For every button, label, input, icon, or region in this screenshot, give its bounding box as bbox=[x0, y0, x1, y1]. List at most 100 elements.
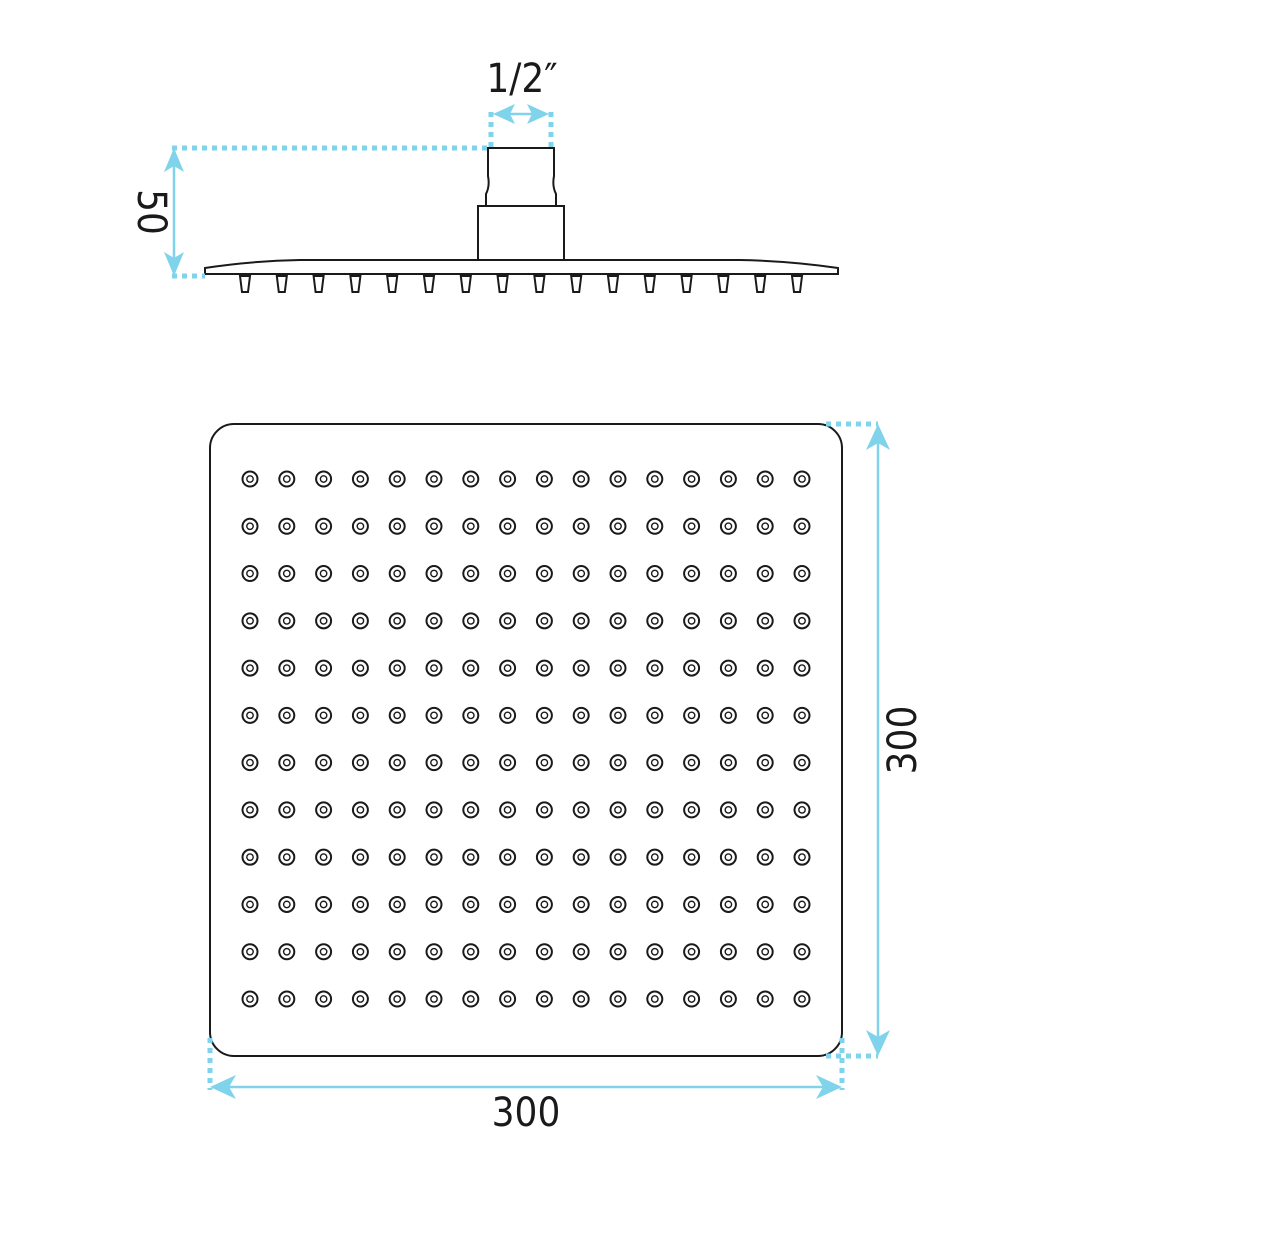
side-nozzle-icon bbox=[422, 275, 436, 293]
nozzle-icon bbox=[425, 706, 443, 724]
nozzle-icon bbox=[388, 990, 406, 1008]
nozzle-icon bbox=[572, 470, 590, 488]
nozzle-icon bbox=[756, 612, 774, 630]
nozzle-icon bbox=[241, 754, 259, 772]
nozzle-icon bbox=[499, 470, 517, 488]
nozzle-icon bbox=[646, 565, 664, 583]
nozzle-icon bbox=[756, 470, 774, 488]
nozzle-icon bbox=[425, 517, 443, 535]
side-nozzle-icon bbox=[386, 275, 399, 293]
nozzle-icon bbox=[278, 990, 296, 1008]
nozzle-icon bbox=[388, 754, 406, 772]
nozzle-icon bbox=[719, 943, 737, 961]
nozzle-icon bbox=[499, 801, 517, 819]
nozzle-icon bbox=[756, 517, 774, 535]
nozzle-icon bbox=[351, 943, 369, 961]
nozzle-icon bbox=[315, 612, 333, 630]
nozzle-icon bbox=[278, 801, 296, 819]
nozzle-icon bbox=[241, 659, 259, 677]
nozzle-icon bbox=[572, 943, 590, 961]
nozzle-icon bbox=[683, 754, 701, 772]
nozzle-icon bbox=[756, 754, 774, 772]
nozzle-icon bbox=[646, 990, 664, 1008]
side-nozzle-icon bbox=[606, 275, 620, 293]
nozzle-icon bbox=[351, 754, 369, 772]
thread-size-label: 1/2″ bbox=[486, 56, 557, 102]
nozzle-icon bbox=[462, 990, 480, 1008]
nozzle-icon bbox=[241, 470, 259, 488]
nozzle-icon bbox=[646, 943, 664, 961]
nozzle-icon bbox=[315, 801, 333, 819]
nozzle-icon bbox=[462, 943, 480, 961]
nozzle-icon bbox=[609, 801, 627, 819]
nozzle-icon bbox=[499, 659, 517, 677]
side-nozzle-icon bbox=[717, 275, 730, 293]
nozzle-icon bbox=[609, 517, 627, 535]
nozzle-icon bbox=[535, 754, 553, 772]
nozzle-icon bbox=[462, 706, 480, 724]
nozzle-icon bbox=[572, 895, 590, 913]
nozzle-icon bbox=[756, 990, 774, 1008]
nozzle-icon bbox=[793, 470, 811, 488]
nozzle-icon bbox=[609, 754, 627, 772]
nozzle-icon bbox=[241, 706, 259, 724]
side-nozzle-icon bbox=[459, 275, 472, 293]
nozzle-icon bbox=[572, 754, 590, 772]
nozzle-icon bbox=[683, 895, 701, 913]
nozzle-icon bbox=[388, 517, 406, 535]
nozzle-icon bbox=[278, 565, 296, 583]
nozzle-icon bbox=[719, 470, 737, 488]
nozzle-icon bbox=[462, 659, 480, 677]
nozzle-icon bbox=[315, 943, 333, 961]
nozzle-icon bbox=[278, 659, 296, 677]
nozzle-icon bbox=[793, 895, 811, 913]
depth-arrow-top-icon bbox=[866, 424, 890, 450]
nozzle-icon bbox=[388, 848, 406, 866]
nozzle-icon bbox=[535, 801, 553, 819]
nozzle-icon bbox=[425, 990, 443, 1008]
nozzle-icon bbox=[241, 990, 259, 1008]
nozzle-icon bbox=[315, 754, 333, 772]
head-plate bbox=[204, 259, 839, 275]
nozzle-icon bbox=[609, 848, 627, 866]
nozzle-icon bbox=[609, 990, 627, 1008]
nozzle-icon bbox=[535, 895, 553, 913]
nozzle-icon bbox=[719, 517, 737, 535]
nozzle-icon bbox=[388, 943, 406, 961]
nozzle-icon bbox=[351, 470, 369, 488]
nozzle-icon bbox=[793, 565, 811, 583]
nozzle-icon bbox=[388, 659, 406, 677]
top-view bbox=[209, 423, 843, 1057]
nozzle-icon bbox=[499, 895, 517, 913]
nozzle-icon bbox=[462, 754, 480, 772]
side-nozzle-icon bbox=[349, 275, 362, 293]
nozzle-icon bbox=[719, 754, 737, 772]
nozzle-icon bbox=[388, 470, 406, 488]
nozzle-icon bbox=[793, 517, 811, 535]
nozzle-grid bbox=[241, 470, 811, 1008]
nozzle-icon bbox=[315, 895, 333, 913]
nozzle-icon bbox=[646, 612, 664, 630]
connector-thread bbox=[485, 147, 557, 207]
nozzle-icon bbox=[351, 517, 369, 535]
nozzle-icon bbox=[609, 612, 627, 630]
nozzle-icon bbox=[278, 754, 296, 772]
nozzle-icon bbox=[683, 801, 701, 819]
nozzle-icon bbox=[351, 706, 369, 724]
nozzle-icon bbox=[499, 990, 517, 1008]
thread-arrow-right-icon bbox=[527, 104, 549, 124]
nozzle-icon bbox=[609, 706, 627, 724]
nozzle-icon bbox=[351, 612, 369, 630]
nozzle-icon bbox=[241, 801, 259, 819]
nozzle-icon bbox=[315, 565, 333, 583]
height-arrow-top-icon bbox=[164, 148, 184, 172]
nozzle-icon bbox=[425, 659, 443, 677]
side-nozzle-icon bbox=[496, 275, 509, 293]
nozzle-icon bbox=[241, 943, 259, 961]
nozzle-icon bbox=[609, 943, 627, 961]
side-nozzle-icon bbox=[275, 275, 288, 293]
side-nozzle-icon bbox=[533, 275, 546, 293]
nozzle-icon bbox=[241, 565, 259, 583]
nozzle-icon bbox=[719, 848, 737, 866]
nozzle-icon bbox=[719, 990, 737, 1008]
